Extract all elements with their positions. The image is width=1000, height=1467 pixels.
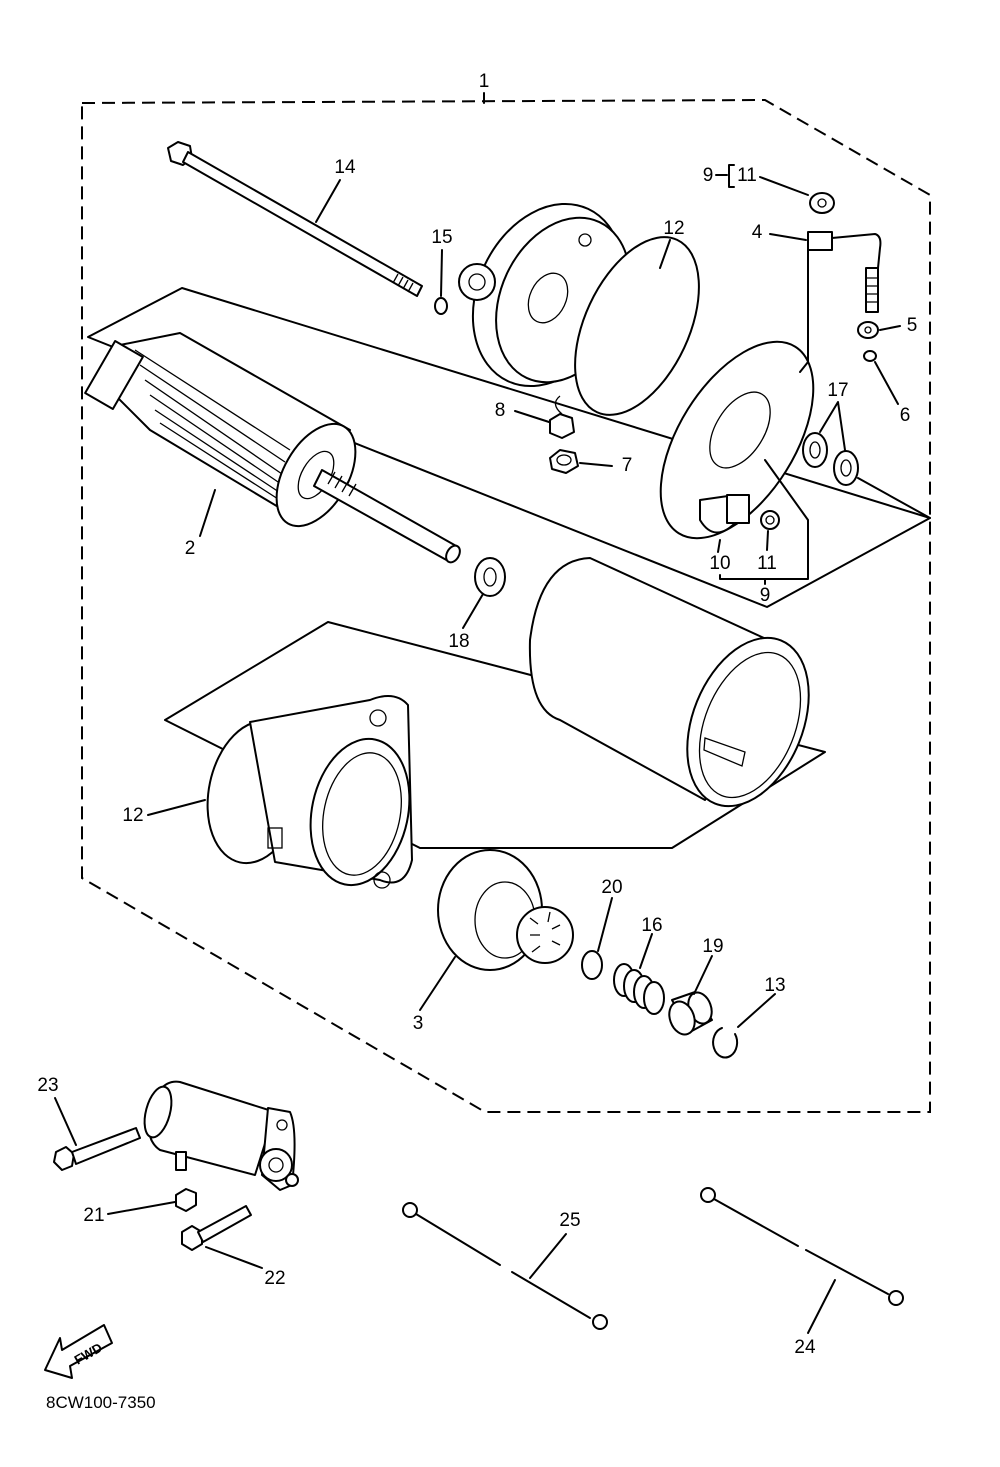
thrust-washer-part <box>474 557 506 597</box>
leader-line-19 <box>693 955 713 995</box>
mounting-bolt-long-part <box>53 1127 141 1171</box>
callout-10: 10 <box>709 553 730 574</box>
callout-6: 6 <box>900 405 911 426</box>
leader-line-3 <box>419 956 456 1011</box>
callout-16: 16 <box>641 915 662 936</box>
front-cover-part <box>206 695 413 889</box>
leader-line-12a <box>659 239 671 269</box>
brush-holder-part <box>699 494 750 534</box>
leader-line-8 <box>514 410 550 423</box>
callout-25: 25 <box>559 1210 580 1231</box>
mounting-bolt-short-part <box>181 1205 252 1251</box>
through-bolt-part <box>167 141 423 297</box>
nut-21-part <box>175 1188 197 1212</box>
leader-line-12b <box>147 799 206 816</box>
callout-21: 21 <box>83 1205 104 1226</box>
o-ring-part <box>434 297 448 315</box>
callout-20: 20 <box>601 877 622 898</box>
circlip-part <box>712 1027 739 1059</box>
drawing-code: 8CW100-7350 <box>46 1393 156 1412</box>
leader-line-7 <box>579 462 613 467</box>
callout-12-top: 12 <box>663 218 684 239</box>
washer-pair-part <box>802 432 859 486</box>
callout-5: 5 <box>907 315 918 336</box>
o-ring-large-part <box>574 236 700 416</box>
washer-part <box>857 321 879 339</box>
leader-line-25 <box>529 1233 567 1279</box>
leader-line-24 <box>807 1279 836 1334</box>
callout-3: 3 <box>413 1013 424 1034</box>
leader-line-20 <box>597 897 613 952</box>
forward-arrow-icon: FWD <box>44 1324 113 1379</box>
nut-part <box>809 192 835 214</box>
callout-8: 8 <box>495 400 506 421</box>
spring-part <box>613 963 665 1015</box>
leader-line-17-outline <box>857 477 931 519</box>
callout-9-bottom: 9 <box>760 585 771 606</box>
callout-7: 7 <box>622 455 633 476</box>
callout-2: 2 <box>185 538 196 559</box>
callout-17: 17 <box>827 380 848 401</box>
leader-bracket-9 <box>719 459 809 580</box>
leader-line-13 <box>737 993 776 1028</box>
starter-motor-assembly <box>143 1080 299 1191</box>
retainer-ring-part <box>581 950 603 980</box>
leader-line-10 <box>717 539 721 553</box>
callout-9-top: 9 <box>703 165 714 186</box>
leader-line-5 <box>879 325 901 331</box>
leader-line-11a <box>759 176 809 196</box>
clutch-pinion-part <box>437 849 574 971</box>
callout-14: 14 <box>334 157 356 178</box>
leader-line-2 <box>199 489 216 537</box>
leader-line-22 <box>205 1246 263 1269</box>
callout-24: 24 <box>794 1337 816 1358</box>
yoke-part <box>528 557 810 808</box>
leader-line-18 <box>462 593 484 629</box>
leader-line-4-bracket <box>799 249 809 373</box>
callout-18: 18 <box>448 631 469 652</box>
brush-plate-part <box>659 340 815 540</box>
callout-22: 22 <box>264 1268 285 1289</box>
nut-7-part <box>549 449 579 474</box>
callout-bracket-9-11 <box>715 164 735 188</box>
callout-11-bottom: 11 <box>757 553 777 574</box>
callout-4: 4 <box>752 222 763 243</box>
armature-part <box>84 332 461 564</box>
collar-part <box>668 991 713 1036</box>
terminal-lead-part <box>807 231 882 313</box>
leader-line-4 <box>769 233 807 241</box>
leader-line-14 <box>315 179 341 223</box>
leader-line-11b <box>766 530 769 551</box>
brush-spring-part <box>760 510 780 530</box>
leader-line-17 <box>819 401 846 451</box>
leader-line-23 <box>54 1097 77 1146</box>
starter-cable-25-part <box>402 1202 608 1330</box>
callout-12-bottom: 12 <box>122 805 143 826</box>
starter-cable-24-part <box>700 1187 904 1306</box>
leader-line-6 <box>874 361 899 405</box>
callout-23: 23 <box>37 1075 58 1096</box>
leader-line-15 <box>440 249 443 297</box>
callout-15: 15 <box>431 227 452 248</box>
callout-19: 19 <box>702 936 723 957</box>
assembly-dashed-boundary <box>81 98 931 1113</box>
nut-8-part <box>549 395 575 439</box>
leader-line-21 <box>107 1201 176 1215</box>
o-ring-small-part <box>863 350 877 362</box>
callout-1: 1 <box>479 71 490 92</box>
leader-line-16 <box>639 933 653 969</box>
callout-13: 13 <box>764 975 785 996</box>
callout-11-top: 11 <box>737 165 757 186</box>
